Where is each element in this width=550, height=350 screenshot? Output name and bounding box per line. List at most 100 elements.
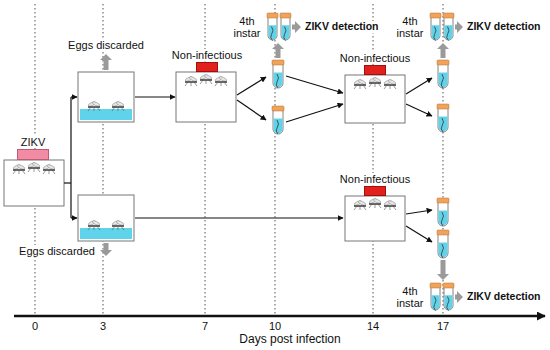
tick-label: 14 xyxy=(366,320,380,332)
mosquito xyxy=(13,164,26,174)
flow-arrow xyxy=(71,96,77,97)
mosquito-legs xyxy=(13,170,25,174)
larva-tube xyxy=(430,13,441,41)
tube-body xyxy=(431,17,440,40)
larva xyxy=(441,212,443,226)
larva xyxy=(276,74,278,88)
flow-arrows xyxy=(64,76,432,242)
assay-label: ZIKV detection xyxy=(304,21,380,33)
mosquito-legs xyxy=(369,83,381,87)
non-infectious-feeder: Non-infectious xyxy=(196,62,218,72)
tick-label: 17 xyxy=(436,320,450,332)
cage-frame xyxy=(78,72,134,122)
larva-tube xyxy=(267,13,278,41)
mosquito-wing xyxy=(219,76,228,82)
tube-body xyxy=(281,17,290,40)
mosquito xyxy=(88,220,101,230)
time-axis xyxy=(14,315,545,318)
mosquito-wing xyxy=(373,198,382,204)
tube-cap xyxy=(437,104,449,109)
cage-frame xyxy=(345,75,405,123)
mosquito xyxy=(43,164,56,174)
tube-cap xyxy=(443,283,454,288)
mosquito xyxy=(28,162,41,172)
tube-body xyxy=(273,64,283,88)
tube-water xyxy=(439,243,448,258)
mosquito-legs xyxy=(88,226,100,230)
flow-arrow xyxy=(286,76,343,93)
cage xyxy=(345,75,405,123)
mosquito-legs xyxy=(28,168,40,172)
mosquito-legs xyxy=(112,107,124,111)
cage-frame xyxy=(176,72,236,122)
tube-cap xyxy=(437,230,449,235)
tube-body xyxy=(444,287,453,310)
mosquito-wing xyxy=(388,200,397,206)
flow-arrow xyxy=(135,96,175,97)
mosquito-legs xyxy=(43,170,55,174)
larva-tube xyxy=(443,283,454,311)
tube-water xyxy=(439,73,448,88)
mosquito xyxy=(88,101,101,111)
mosquito-legs xyxy=(354,85,366,89)
tube-body xyxy=(438,108,448,132)
cage-frame xyxy=(78,195,134,241)
grey-arrows xyxy=(100,21,463,303)
node-label: Non-infectious xyxy=(171,49,243,61)
mosquito-wing xyxy=(116,101,125,107)
mosquito-wing xyxy=(189,76,198,82)
cage-frame xyxy=(4,160,64,206)
cage xyxy=(176,72,236,122)
zikv-feeder: ZIKV xyxy=(17,149,49,160)
mosquito xyxy=(354,79,367,89)
mosquito-wing xyxy=(92,101,101,107)
tube-cap xyxy=(430,13,441,18)
day-gridline xyxy=(373,4,374,316)
larva xyxy=(276,120,278,134)
stage-label: 4th instar xyxy=(228,15,266,39)
larva-tube xyxy=(443,13,454,41)
mosquito-legs xyxy=(384,206,396,210)
cage xyxy=(345,196,405,241)
larva xyxy=(447,27,449,41)
non-infectious-feeder: Non-infectious xyxy=(364,65,386,75)
stage-label: 4th instar xyxy=(391,15,429,39)
tube-water xyxy=(274,119,283,134)
grey-arrow xyxy=(437,260,449,280)
flow-arrow xyxy=(406,104,432,116)
mosquito-legs xyxy=(112,226,124,230)
mosquito xyxy=(369,77,382,87)
tube-cap xyxy=(280,13,291,18)
flow-arrow xyxy=(71,217,77,218)
mosquito xyxy=(112,101,125,111)
tick-label: 0 xyxy=(31,320,39,332)
mosquito-wing xyxy=(204,74,213,80)
larva-tube xyxy=(430,283,441,311)
flow-arrow xyxy=(135,217,343,218)
grey-arrow xyxy=(437,43,449,58)
tube-body xyxy=(438,234,448,258)
axis-title: Days post infection xyxy=(238,333,341,346)
node-label: ZIKV xyxy=(20,136,46,148)
cage xyxy=(78,72,134,122)
cage xyxy=(4,160,64,206)
cage-frame xyxy=(345,196,405,241)
water xyxy=(80,228,132,239)
tubes xyxy=(267,13,454,311)
larva-tube xyxy=(437,198,449,226)
mosquito xyxy=(384,79,397,89)
mosquito xyxy=(112,220,125,230)
mosquito-wing xyxy=(17,164,26,170)
mosquito-legs xyxy=(185,82,197,86)
tube-cap xyxy=(267,13,278,18)
tube-body xyxy=(438,64,448,88)
mosquito-wing xyxy=(358,79,367,85)
mosquito-legs xyxy=(200,80,212,84)
tube-body xyxy=(268,17,277,40)
grey-arrow xyxy=(455,21,463,33)
larva xyxy=(284,27,286,41)
larva-tube xyxy=(272,60,284,88)
mosquito-legs xyxy=(88,107,100,111)
node-label: Non-infectious xyxy=(339,52,411,64)
